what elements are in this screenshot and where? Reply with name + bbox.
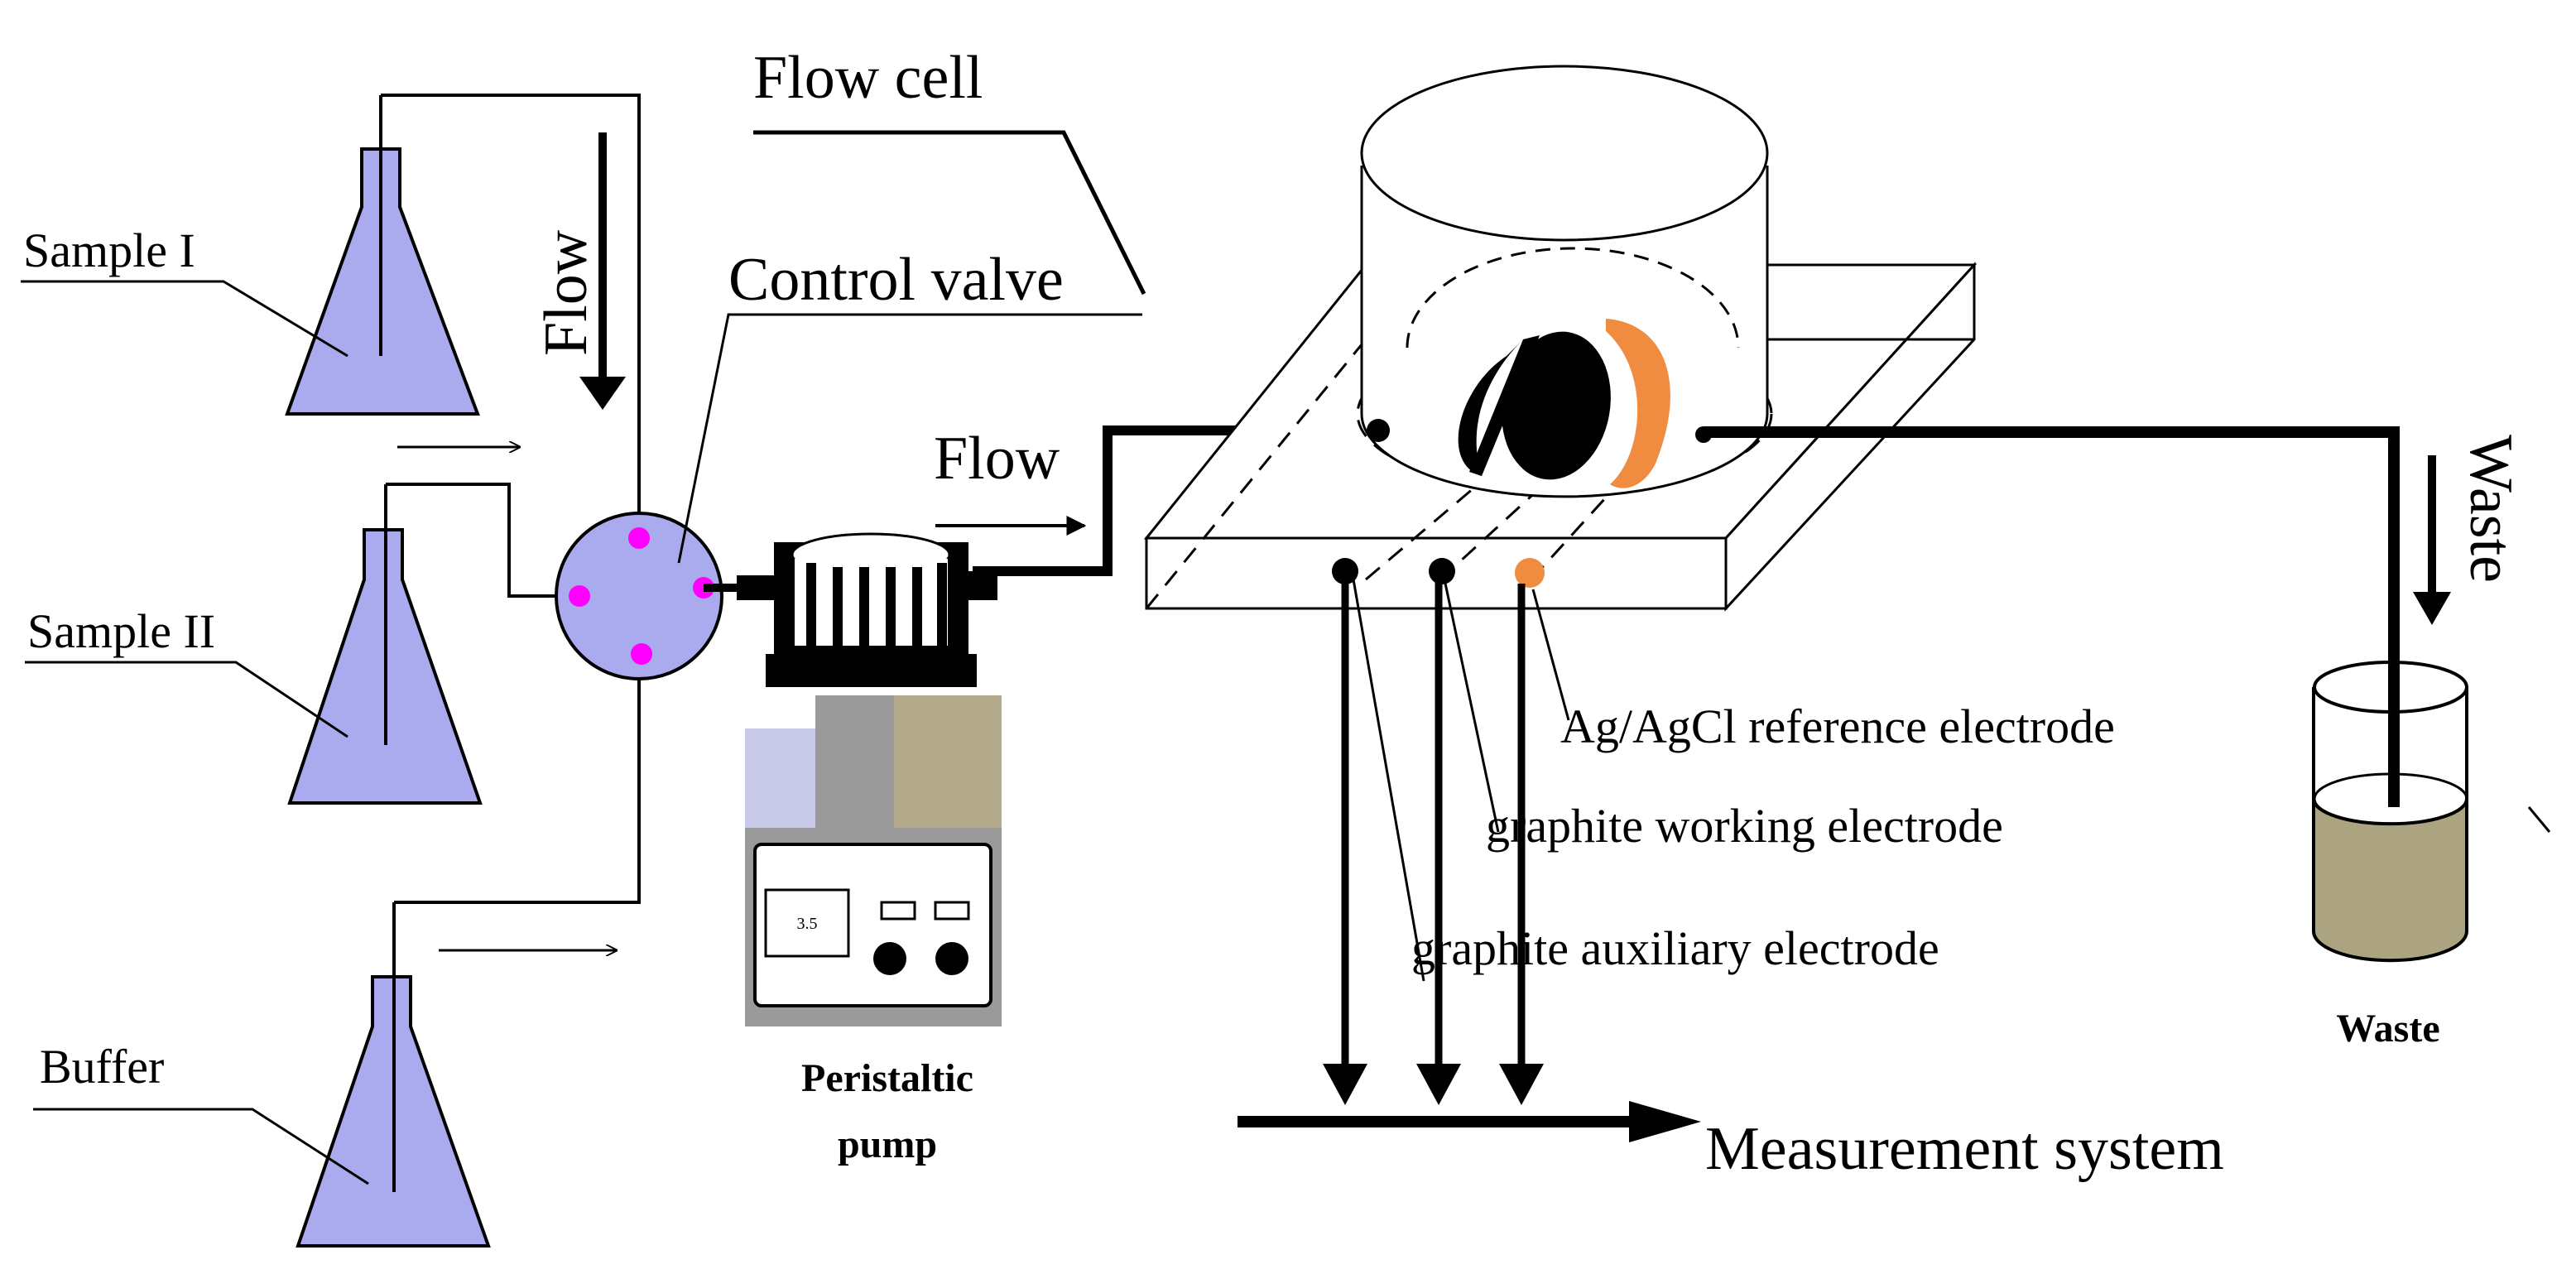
sample-1-label: Sample I [23,224,195,277]
flow-cell [1143,65,1978,612]
pump-button-1[interactable] [880,901,916,921]
auxiliary-electrode-label: graphite auxiliary electrode [1411,921,1939,975]
pump-knob-1[interactable] [873,942,906,975]
waste-flow-arrow [2413,455,2451,625]
measurement-system-arrow [1238,1101,1701,1142]
peristaltic-pump-label-2: pump [838,1123,937,1166]
pump-base-gray [815,695,894,828]
valve-port-top [628,527,650,549]
electrode-leads [1323,558,1570,1105]
pump-head [737,532,997,687]
auxiliary-electrode-arc [1458,339,1523,476]
waste-vertical-label: Waste [2457,435,2525,583]
flow-vertical-label: Flow [532,229,600,356]
waste-container-label: Waste [2336,1007,2439,1050]
peristaltic-pump-label-1: Peristaltic [801,1056,973,1100]
pump-display-value: 3.5 [797,915,818,933]
pump-display [764,888,850,958]
valve-port-left [569,585,590,607]
waste-container [2312,646,2468,963]
sample-label-leaders [21,280,369,1185]
waste-tick-mark [2527,806,2551,833]
flow-cell-cylinder-top [1360,65,1769,242]
control-valve[interactable] [555,512,723,680]
inlet-tubing [381,94,641,904]
flow-cell-label: Flow cell [753,44,983,112]
pump-knob-2[interactable] [935,942,968,975]
measurement-system-label: Measurement system [1705,1115,2224,1183]
buffer-label: Buffer [40,1040,164,1094]
reference-electrode-label: Ag/AgCl reference electrode [1560,699,2115,753]
peristaltic-pump: 3.5 [737,532,1002,1026]
auxiliary-electrode-terminal [1332,558,1358,584]
flow-cell-leader [753,130,1146,296]
flow-horizontal-label: Flow [934,425,1060,493]
control-valve-leader [677,313,1142,564]
flow-arrow-vertical [579,132,626,410]
valve-port-bottom [631,643,652,665]
working-electrode-label: graphite working electrode [1486,799,2003,853]
sample-2-label: Sample II [27,604,215,658]
flask-buffer [296,902,491,1248]
reference-electrode-arc [1606,319,1670,488]
control-valve-label: Control valve [728,246,1064,314]
flask-sample-2 [287,484,483,805]
pump-control-panel: 3.5 [753,843,992,1007]
reference-electrode-terminal [1515,558,1545,588]
pump-button-2[interactable] [934,901,970,921]
working-electrode-disk [1502,331,1611,480]
working-electrode-terminal [1429,558,1455,584]
flask-sample-1 [285,95,480,416]
